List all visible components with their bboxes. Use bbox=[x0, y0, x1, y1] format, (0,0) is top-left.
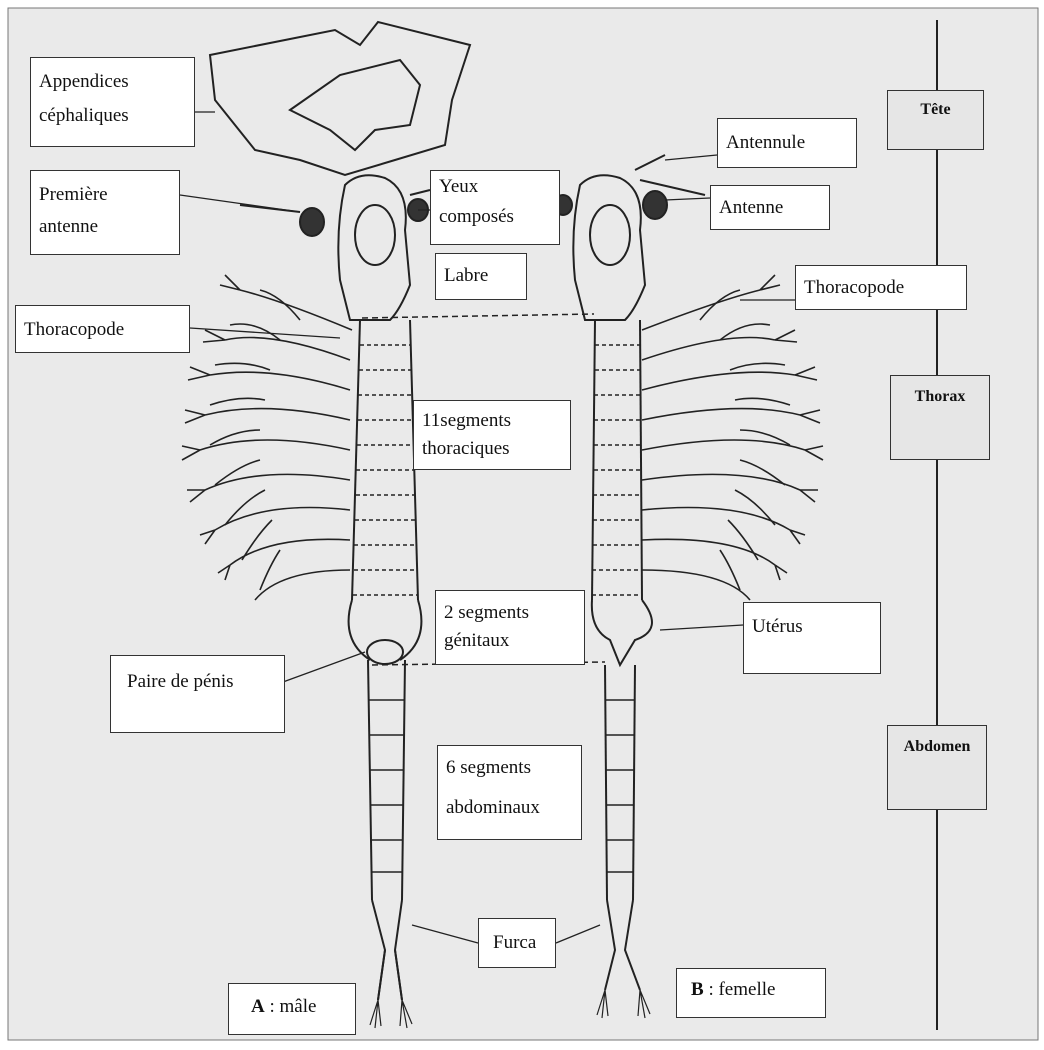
label-furca: Furca bbox=[478, 918, 556, 968]
label-thoraciques-line1: 11segments bbox=[422, 407, 562, 435]
label-labre-text: Labre bbox=[444, 262, 518, 290]
label-appendices-line1: Appendices bbox=[39, 68, 186, 96]
label-abdominaux-line2: abdominaux bbox=[446, 794, 573, 822]
label-female: B : femelle bbox=[676, 968, 826, 1018]
label-premiere-line2: antenne bbox=[39, 213, 171, 241]
label-abdominaux-line1: 6 segments bbox=[446, 754, 573, 782]
label-male: A : mâle bbox=[228, 983, 356, 1035]
male-eye bbox=[300, 208, 324, 236]
label-labre: Labre bbox=[435, 253, 527, 300]
male-text: : mâle bbox=[265, 996, 317, 1017]
female-text: : femelle bbox=[704, 979, 776, 1000]
male-letter: A bbox=[251, 996, 265, 1017]
label-uterus-text: Utérus bbox=[752, 613, 872, 641]
label-thoracopode-left-text: Thoracopode bbox=[24, 316, 181, 344]
label-furca-text: Furca bbox=[493, 929, 547, 957]
label-uterus: Utérus bbox=[743, 602, 881, 674]
label-thoracopode-right-text: Thoracopode bbox=[804, 274, 958, 302]
label-segments-genitaux: 2 segments génitaux bbox=[435, 590, 585, 665]
region-thorax: Thorax bbox=[890, 375, 990, 460]
label-paire-de-penis: Paire de pénis bbox=[110, 655, 285, 733]
label-segments-abdominaux: 6 segments abdominaux bbox=[437, 745, 582, 840]
region-tete-text: Tête bbox=[920, 101, 950, 118]
label-antenne-text: Antenne bbox=[719, 194, 821, 222]
label-antennule-text: Antennule bbox=[726, 129, 848, 157]
label-thoracopode-left: Thoracopode bbox=[15, 305, 190, 353]
label-genitaux-line2: génitaux bbox=[444, 627, 576, 655]
label-thoraciques-line2: thoraciques bbox=[422, 435, 562, 463]
female-letter: B bbox=[691, 979, 704, 1000]
label-yeux-line1: Yeux bbox=[439, 173, 551, 201]
label-premiere-line1: Première bbox=[39, 181, 171, 209]
label-antenne: Antenne bbox=[710, 185, 830, 230]
label-segments-thoraciques: 11segments thoraciques bbox=[413, 400, 571, 470]
region-abdomen-text: Abdomen bbox=[904, 738, 971, 755]
label-premiere-antenne: Première antenne bbox=[30, 170, 180, 255]
female-eye bbox=[643, 191, 667, 219]
label-penis-text: Paire de pénis bbox=[127, 668, 276, 696]
label-yeux-line2: composés bbox=[439, 203, 551, 231]
label-thoracopode-right: Thoracopode bbox=[795, 265, 967, 310]
region-abdomen: Abdomen bbox=[887, 725, 987, 810]
region-tete: Tête bbox=[887, 90, 984, 150]
label-genitaux-line1: 2 segments bbox=[444, 599, 576, 627]
region-thorax-text: Thorax bbox=[915, 388, 966, 405]
label-yeux-composes: Yeux composés bbox=[430, 170, 560, 245]
label-appendices-line2: céphaliques bbox=[39, 102, 186, 130]
label-appendices-cephaliques: Appendices céphaliques bbox=[30, 57, 195, 147]
label-antennule: Antennule bbox=[717, 118, 857, 168]
figure-panel bbox=[8, 8, 1038, 1040]
